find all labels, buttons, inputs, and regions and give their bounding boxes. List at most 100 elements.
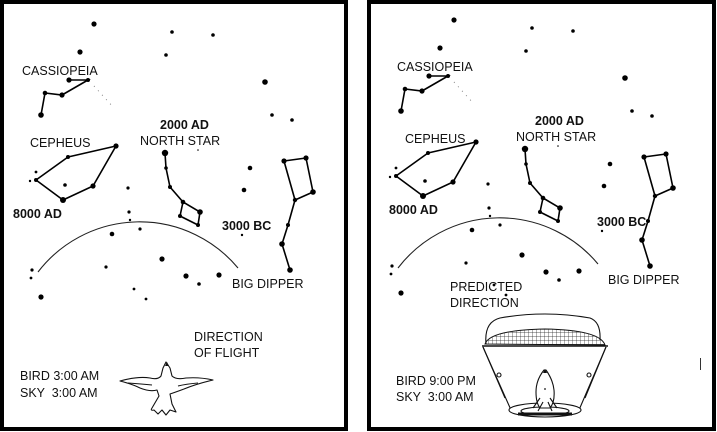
star <box>59 92 65 98</box>
label-cepheus: CEPHEUS <box>30 136 90 150</box>
star <box>530 26 534 30</box>
star <box>159 256 165 262</box>
star <box>488 214 492 218</box>
star <box>652 193 658 199</box>
star <box>196 223 200 227</box>
star <box>423 179 427 183</box>
star <box>240 233 244 237</box>
star <box>164 166 168 170</box>
star <box>388 175 392 179</box>
star <box>557 205 563 211</box>
star <box>437 45 443 51</box>
label-2000-ad: 2000 AD <box>535 114 584 128</box>
star-field <box>28 21 316 301</box>
panel-bird-3am: CASSIOPEIA CEPHEUS 2000 AD NORTH STAR 80… <box>0 0 348 431</box>
constellation-line <box>281 199 296 271</box>
star <box>138 227 142 231</box>
star <box>38 294 44 300</box>
star <box>498 223 502 227</box>
star <box>262 79 268 85</box>
star <box>60 197 66 203</box>
star <box>451 17 457 23</box>
label-direction-line1: PREDICTED <box>450 280 522 294</box>
emlen-funnel-icon <box>482 313 608 418</box>
star <box>292 197 298 203</box>
star <box>91 21 97 27</box>
star <box>389 272 393 276</box>
star <box>281 158 287 164</box>
star <box>77 49 83 55</box>
constellation-line <box>164 152 201 227</box>
star <box>464 261 468 265</box>
label-2000-ad: 2000 AD <box>160 118 209 132</box>
constellation-line <box>395 175 424 197</box>
star <box>247 165 253 171</box>
constellation-line <box>67 145 117 158</box>
star <box>394 166 398 170</box>
star <box>126 186 130 190</box>
star <box>601 183 607 189</box>
star <box>630 109 634 113</box>
constellation-line <box>35 156 69 181</box>
star <box>641 154 647 160</box>
star <box>86 78 90 82</box>
star <box>504 293 508 297</box>
star-field <box>388 17 676 297</box>
star <box>646 219 650 223</box>
star <box>303 155 309 161</box>
star <box>128 218 132 222</box>
star <box>104 265 108 269</box>
star <box>216 272 222 278</box>
label-3000-bc: 3000 BC <box>597 215 646 229</box>
star <box>66 155 70 159</box>
star <box>556 219 560 223</box>
star <box>521 145 529 153</box>
star <box>197 282 201 286</box>
star <box>28 179 32 183</box>
panel-frame <box>0 0 348 431</box>
star <box>34 178 38 182</box>
label-sky-time: SKY 3:00 AM <box>396 390 474 404</box>
label-8000-ad: 8000 AD <box>389 203 438 217</box>
star <box>576 268 582 274</box>
label-north-star: NORTH STAR <box>516 130 596 144</box>
star <box>38 112 44 118</box>
constellation-line <box>641 195 656 267</box>
star <box>540 195 546 201</box>
star <box>178 214 182 218</box>
label-big-dipper: BIG DIPPER <box>608 273 680 287</box>
star <box>639 237 645 243</box>
star <box>241 187 247 193</box>
star <box>538 210 542 214</box>
star <box>30 268 34 272</box>
label-big-dipper: BIG DIPPER <box>232 277 304 291</box>
star <box>180 199 186 205</box>
label-bird-time: BIRD 9:00 PM <box>396 374 476 388</box>
precession-circle <box>397 217 599 269</box>
star <box>113 143 119 149</box>
star <box>446 74 450 78</box>
panel-bird-9pm: CASSIOPEIA CEPHEUS 2000 AD NORTH STAR 80… <box>367 0 716 431</box>
label-bird-time: BIRD 3:00 AM <box>20 369 99 383</box>
star <box>390 264 394 268</box>
star <box>279 241 285 247</box>
star <box>571 29 575 33</box>
star <box>473 139 479 145</box>
star <box>287 267 293 273</box>
star <box>528 181 532 185</box>
star <box>183 273 189 279</box>
star <box>469 227 475 233</box>
label-north-star: NORTH STAR <box>140 134 220 148</box>
star <box>420 193 426 199</box>
star <box>66 77 72 83</box>
star <box>211 33 215 37</box>
star <box>90 183 96 189</box>
star <box>450 179 456 185</box>
star <box>663 151 669 157</box>
star <box>270 113 274 117</box>
star <box>492 283 496 287</box>
constellation-line <box>427 141 477 154</box>
label-direction-line2: OF FLIGHT <box>194 346 260 360</box>
star <box>557 145 559 147</box>
